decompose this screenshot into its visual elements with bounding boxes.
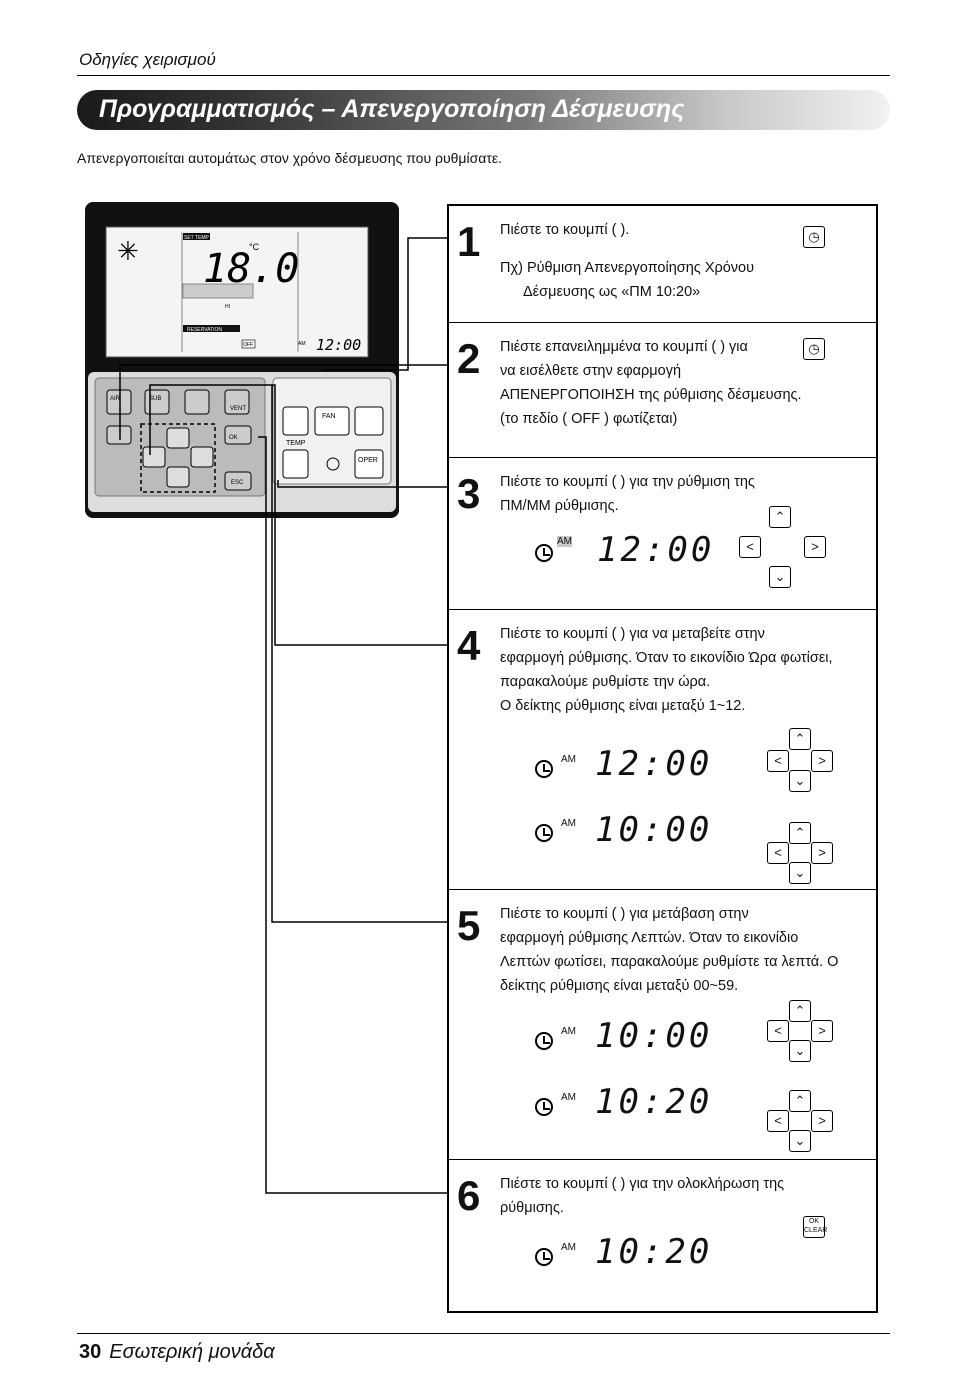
footer-rule	[77, 1333, 890, 1334]
svg-text:OK: OK	[229, 435, 238, 441]
intro-text: Απενεργοποιείται αυτομάτως στον χρόνο δέ…	[77, 150, 502, 166]
svg-text:AM: AM	[298, 341, 306, 347]
step-number: 3	[457, 470, 481, 517]
down-arrow-button[interactable]: ⌄	[769, 566, 791, 588]
section-header: Οδηγίες χειρισμού	[79, 50, 216, 69]
svg-text:AIR: AIR	[110, 396, 121, 402]
timer-button[interactable]: ◷	[803, 226, 825, 248]
time-display: 12:00	[595, 744, 713, 784]
remote-controller: ✳ SET TEMP 18.0 °C HI RESERVATION OFF AM…	[85, 202, 399, 518]
svg-text:TEMP: TEMP	[286, 440, 306, 447]
timer-button[interactable]: ◷	[803, 338, 825, 360]
svg-text:12:00: 12:00	[316, 336, 361, 354]
step-text: Πιέστε το κουμπί ( ) για την ολοκλήρωση …	[500, 1176, 785, 1216]
footer: 30 Εσωτερική μονάδα	[79, 1341, 275, 1364]
footer-label: Εσωτερική μονάδα	[109, 1341, 275, 1363]
up-arrow-button[interactable]: ⌃	[769, 506, 791, 528]
up-arrow-button[interactable]: ⌃	[789, 1090, 811, 1112]
step-number: 6	[457, 1172, 481, 1219]
step-3: 3 Πιέστε το κουμπί ( ) για την ρύθμιση τ…	[449, 458, 876, 610]
step-number: 2	[457, 335, 481, 382]
steps-panel: 1 Πιέστε το κουμπί ( ). Πχ) Ρύθμιση Απεν…	[447, 204, 878, 1313]
step-text: Πιέστε επανειλημμένα το κουμπί ( ) για ν…	[500, 339, 802, 427]
step-4: 4 Πιέστε το κουμπί ( ) για να μεταβείτε …	[449, 610, 876, 890]
step-number: 5	[457, 902, 481, 949]
left-arrow-button[interactable]: <	[767, 750, 789, 772]
time-display: 10:00	[595, 810, 713, 850]
left-arrow-button[interactable]: <	[767, 1110, 789, 1132]
svg-text:VENT: VENT	[230, 406, 246, 412]
header-rule	[77, 75, 890, 76]
clock-icon	[535, 1098, 553, 1116]
svg-text:FAN: FAN	[322, 413, 336, 420]
page-number: 30	[79, 1341, 102, 1363]
clock-icon	[535, 760, 553, 778]
clock-icon	[535, 1032, 553, 1050]
am-indicator: AM	[561, 818, 576, 829]
up-arrow-button[interactable]: ⌃	[789, 822, 811, 844]
svg-text:✳: ✳	[117, 237, 139, 267]
step-text: Πιέστε το κουμπί ( ). Πχ) Ρύθμιση Απενερ…	[500, 222, 755, 300]
time-display: 10:20	[595, 1082, 713, 1122]
up-arrow-button[interactable]: ⌃	[789, 1000, 811, 1022]
step-text: Πιέστε το κουμπί ( ) για να μεταβείτε στ…	[500, 626, 833, 714]
svg-text:SUB: SUB	[149, 396, 161, 402]
page-title: Προγραμματισμός – Απενεργοποίηση Δέσμευσ…	[99, 95, 685, 123]
down-arrow-button[interactable]: ⌄	[789, 862, 811, 884]
step-6: 6 Πιέστε το κουμπί ( ) για την ολοκλήρωσ…	[449, 1160, 876, 1311]
am-indicator: AM	[557, 536, 572, 547]
down-arrow-button[interactable]: ⌄	[789, 1130, 811, 1152]
step-text: Πιέστε το κουμπί ( ) για την ρύθμιση της…	[500, 474, 755, 514]
am-indicator: AM	[561, 1092, 576, 1103]
svg-text:HI: HI	[225, 304, 230, 310]
svg-text:OFF: OFF	[243, 342, 253, 348]
title-bar: Προγραμματισμός – Απενεργοποίηση Δέσμευσ…	[77, 90, 890, 130]
svg-text:OPER: OPER	[358, 457, 378, 464]
right-arrow-button[interactable]: >	[811, 750, 833, 772]
right-arrow-button[interactable]: >	[811, 842, 833, 864]
svg-text:ESC: ESC	[231, 480, 244, 486]
step-2: 2 Πιέστε επανειλημμένα το κουμπί ( ) για…	[449, 323, 876, 458]
up-arrow-button[interactable]: ⌃	[789, 728, 811, 750]
time-display: 12:00	[597, 530, 715, 570]
time-display: 10:20	[595, 1232, 713, 1272]
right-arrow-button[interactable]: >	[804, 536, 826, 558]
am-indicator: AM	[561, 1242, 576, 1253]
step-number: 1	[457, 218, 481, 265]
step-5: 5 Πιέστε το κουμπί ( ) για μετάβαση στην…	[449, 890, 876, 1160]
time-display: 10:00	[595, 1016, 713, 1056]
down-arrow-button[interactable]: ⌄	[789, 1040, 811, 1062]
step-number: 4	[457, 622, 481, 669]
step-1: 1 Πιέστε το κουμπί ( ). Πχ) Ρύθμιση Απεν…	[449, 206, 876, 323]
down-arrow-button[interactable]: ⌄	[789, 770, 811, 792]
svg-text:RESERVATION: RESERVATION	[187, 327, 222, 333]
right-arrow-button[interactable]: >	[811, 1020, 833, 1042]
right-arrow-button[interactable]: >	[811, 1110, 833, 1132]
clock-icon	[535, 544, 553, 562]
set-temp-label: SET TEMP	[184, 235, 209, 241]
clock-icon	[535, 824, 553, 842]
step-text: Πιέστε το κουμπί ( ) για μετάβαση στην ε…	[500, 906, 839, 994]
am-indicator: AM	[561, 754, 576, 765]
left-arrow-button[interactable]: <	[739, 536, 761, 558]
am-indicator: AM	[561, 1026, 576, 1037]
svg-text:°C: °C	[249, 242, 260, 252]
left-arrow-button[interactable]: <	[767, 1020, 789, 1042]
left-arrow-button[interactable]: <	[767, 842, 789, 864]
clock-icon	[535, 1248, 553, 1266]
